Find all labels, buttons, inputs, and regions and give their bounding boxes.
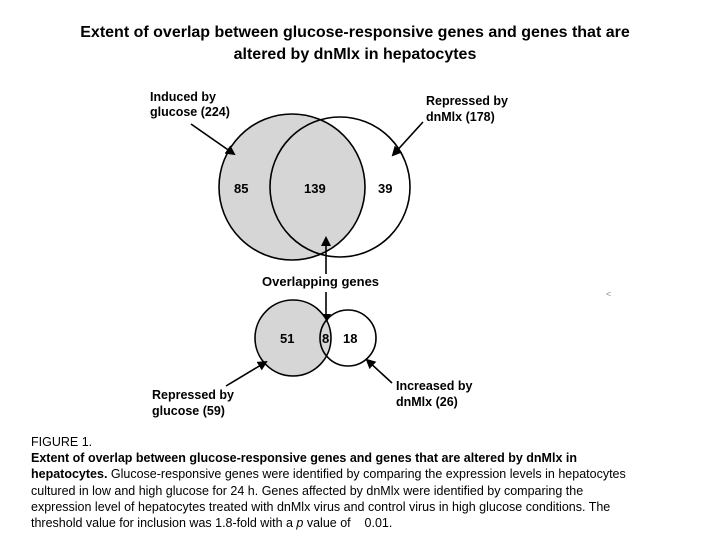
- caption-text-line-5a: threshold value for inclusion was 1.8-fo…: [31, 516, 297, 531]
- glucose-induced-circle: [218, 113, 366, 261]
- caption-text-line-5b: value of 0.01.: [303, 516, 393, 531]
- caption-text-line-3: cultured in low and high glucose for 24 …: [31, 483, 584, 498]
- dnmlx-repressed-circle: [269, 116, 411, 258]
- repressed-glucose-label-line-1: Repressed by: [152, 388, 234, 402]
- increased-dnmlx-label-line-1: Increased by: [396, 379, 472, 393]
- repressed-dnmlx-arrow: [391, 121, 424, 157]
- bottom-right-only-count: 18: [343, 331, 357, 346]
- top-right-only-count: 39: [378, 181, 392, 196]
- repressed-glucose-arrow: [225, 360, 268, 387]
- caption-text-line-2: Glucose-responsive genes were identified…: [107, 467, 626, 482]
- caption-p-symbol: p: [296, 516, 304, 531]
- glucose-repressed-circle: [254, 299, 332, 377]
- figure-title: Extent of overlap between glucose-respon…: [20, 22, 690, 66]
- increased-dnmlx-arrow: [365, 358, 393, 384]
- repressed-dnmlx-label-line-1: Repressed by: [426, 94, 508, 108]
- caption-text-line-4: expression level of hepatocytes treated …: [31, 499, 611, 514]
- induced-label-line-2: glucose (224): [150, 105, 230, 119]
- top-left-only-count: 85: [234, 181, 248, 196]
- caption-bold-line-2: hepatocytes.: [31, 467, 108, 482]
- induced-label-line-1: Induced by: [150, 90, 216, 104]
- title-line-1: Extent of overlap between glucose-respon…: [80, 24, 630, 41]
- overlapping-genes-label: Overlapping genes: [262, 274, 379, 289]
- repressed-glucose-label-line-2: glucose (59): [152, 404, 225, 418]
- bottom-left-only-count: 51: [280, 331, 294, 346]
- title-line-2: altered by dnMlx in hepatocytes: [233, 46, 477, 63]
- caption-bold-line-1: Extent of overlap between glucose-respon…: [31, 451, 577, 466]
- increased-dnmlx-label-line-2: dnMlx (26): [396, 395, 458, 409]
- top-overlap-count: 139: [304, 181, 326, 196]
- caption-heading: FIGURE 1.: [31, 435, 93, 449]
- repressed-dnmlx-label-line-2: dnMlx (178): [426, 110, 495, 124]
- induced-arrow: [190, 123, 236, 156]
- figure-caption: FIGURE 1. Extent of overlap between gluc…: [31, 434, 711, 531]
- stray-mark: <: [606, 289, 612, 299]
- dnmlx-increased-circle: [319, 309, 377, 367]
- bottom-overlap-count: 8: [322, 331, 329, 346]
